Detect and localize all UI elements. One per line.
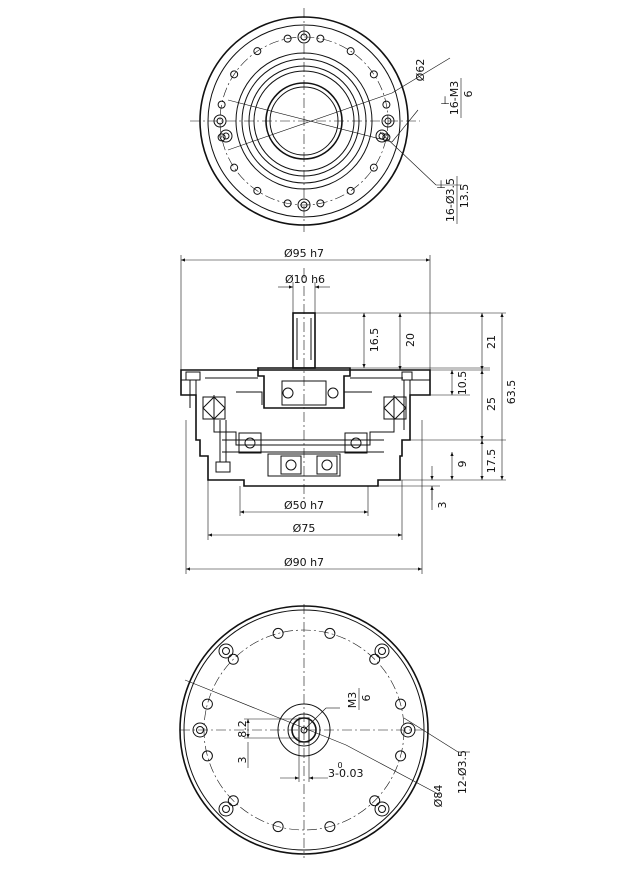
- label-h-3: 3: [436, 502, 449, 509]
- top-view: Ø62 16-M3 6 16-Ø3.5 13.5 ⊥ ⊥: [190, 8, 475, 232]
- label-hole-depth: 13.5: [458, 184, 471, 209]
- label-dia-50: Ø50 h7: [284, 499, 324, 512]
- bottom-counterbore-hole-inner: [404, 726, 412, 734]
- main-housing: [180, 369, 431, 487]
- label-h-17-5: 17.5: [485, 449, 498, 474]
- top-tapped-hole: [219, 129, 233, 143]
- top-bolt-hole: [346, 47, 355, 56]
- top-tapped-hole-inner: [384, 117, 392, 125]
- label-tap-depth: 6: [462, 91, 475, 98]
- label-pcd-84: Ø84: [432, 785, 445, 808]
- label-16-holes: 16-Ø3.5: [444, 178, 457, 222]
- label-key-width: 3-0.03: [328, 767, 363, 780]
- side-view: Ø95 h7 Ø10 h6 Ø50 h7 Ø75 Ø90 h7 16.5 20 …: [180, 247, 518, 574]
- top-tapped-hole-inner: [216, 117, 224, 125]
- top-bolt-hole: [316, 199, 325, 208]
- top-bolt-hole: [230, 163, 239, 172]
- bottom-counterbore-hole-inner: [222, 647, 230, 655]
- label-center-tap: M3: [346, 692, 359, 709]
- bottom-bolt-hole: [369, 795, 381, 807]
- top-tapped-hole: [213, 114, 227, 128]
- top-bolt-hole: [217, 133, 226, 142]
- bottom-counterbore-hole: [374, 643, 390, 659]
- top-bolt-hole: [283, 34, 292, 43]
- bottom-outer-flange: [179, 605, 429, 855]
- bottom-bolt-hole: [201, 750, 213, 762]
- bottom-counterbore-hole-inner: [222, 805, 230, 813]
- top-outer-flange: [199, 16, 409, 226]
- top-bolt-hole: [253, 186, 262, 195]
- top-tapped-hole: [297, 198, 311, 212]
- bottom-bolt-hole: [272, 821, 284, 833]
- label-dia-10: Ø10 h6: [285, 273, 325, 286]
- top-bolt-hole: [316, 34, 325, 43]
- bottom-bolt-hole: [227, 795, 239, 807]
- depth-symbol-icon: ⊥: [436, 178, 446, 191]
- label-key-tol-upper: 0: [337, 761, 342, 770]
- bottom-bolt-hole: [227, 653, 239, 665]
- bottom-counterbore-hole: [374, 801, 390, 817]
- bottom-bolt-hole: [324, 821, 336, 833]
- label-h-21: 21: [485, 335, 498, 349]
- bottom-counterbore-hole-inner: [196, 726, 204, 734]
- label-dia-75: Ø75: [293, 522, 316, 535]
- bottom-counterbore-hole: [192, 722, 208, 738]
- label-12-holes: 12-Ø3.5: [456, 750, 469, 794]
- bottom-bolt-hole: [201, 698, 213, 710]
- top-bolt-hole: [230, 70, 239, 79]
- label-center-tap-depth: 6: [360, 695, 373, 702]
- bearing-right: [383, 396, 407, 420]
- top-bolt-hole: [253, 47, 262, 56]
- label-key-8-2: 8.2: [236, 720, 249, 738]
- top-pcd-circle: [219, 36, 389, 206]
- label-h-25: 25: [485, 397, 498, 411]
- top-tapped-hole: [375, 129, 389, 143]
- bottom-view: 8.2 3 0 3-0.03 M3 6 12-Ø3.5 Ø84: [179, 604, 470, 858]
- top-bolt-hole: [283, 199, 292, 208]
- depth-symbol-icon: ⊥: [440, 94, 450, 107]
- label-h-10-5: 10.5: [456, 371, 469, 396]
- bottom-counterbore-hole: [400, 722, 416, 738]
- top-bolt-holes: [213, 30, 395, 212]
- bottom-counterbore-hole: [218, 643, 234, 659]
- top-tapped-hole-inner: [300, 201, 308, 209]
- top-bolt-hole: [382, 133, 391, 142]
- bottom-bolt-hole: [395, 698, 407, 710]
- label-h-63-5: 63.5: [505, 380, 518, 405]
- label-16-m3: 16-M3: [448, 81, 461, 115]
- top-bolt-hole: [346, 186, 355, 195]
- label-h-9: 9: [456, 461, 469, 468]
- label-h-20: 20: [404, 333, 417, 347]
- bottom-bolt-hole: [395, 750, 407, 762]
- label-dia-95: Ø95 h7: [284, 247, 324, 260]
- bottom-bolt-holes: [192, 627, 416, 833]
- top-bolt-hole: [369, 70, 378, 79]
- top-tapped-hole: [381, 114, 395, 128]
- label-pcd-62: Ø62: [414, 59, 427, 82]
- top-bolt-hole: [217, 100, 226, 109]
- top-tapped-hole: [297, 30, 311, 44]
- top-tapped-hole-inner: [222, 132, 230, 140]
- label-dia-90: Ø90 h7: [284, 556, 324, 569]
- bottom-counterbore-hole: [218, 801, 234, 817]
- bearing-left: [202, 396, 226, 420]
- bottom-counterbore-hole-inner: [378, 805, 386, 813]
- bottom-bolt-hole: [369, 653, 381, 665]
- top-bolt-hole: [369, 163, 378, 172]
- label-key-3: 3: [236, 757, 249, 764]
- bottom-bolt-hole: [324, 627, 336, 639]
- top-tapped-hole-inner: [378, 132, 386, 140]
- bottom-hub: [277, 703, 331, 757]
- bottom-counterbore-hole-inner: [378, 647, 386, 655]
- top-tapped-hole-inner: [300, 33, 308, 41]
- bottom-bolt-hole: [272, 627, 284, 639]
- label-h-16-5: 16.5: [368, 328, 381, 353]
- top-bolt-hole: [382, 100, 391, 109]
- top-center-bore: [265, 82, 343, 160]
